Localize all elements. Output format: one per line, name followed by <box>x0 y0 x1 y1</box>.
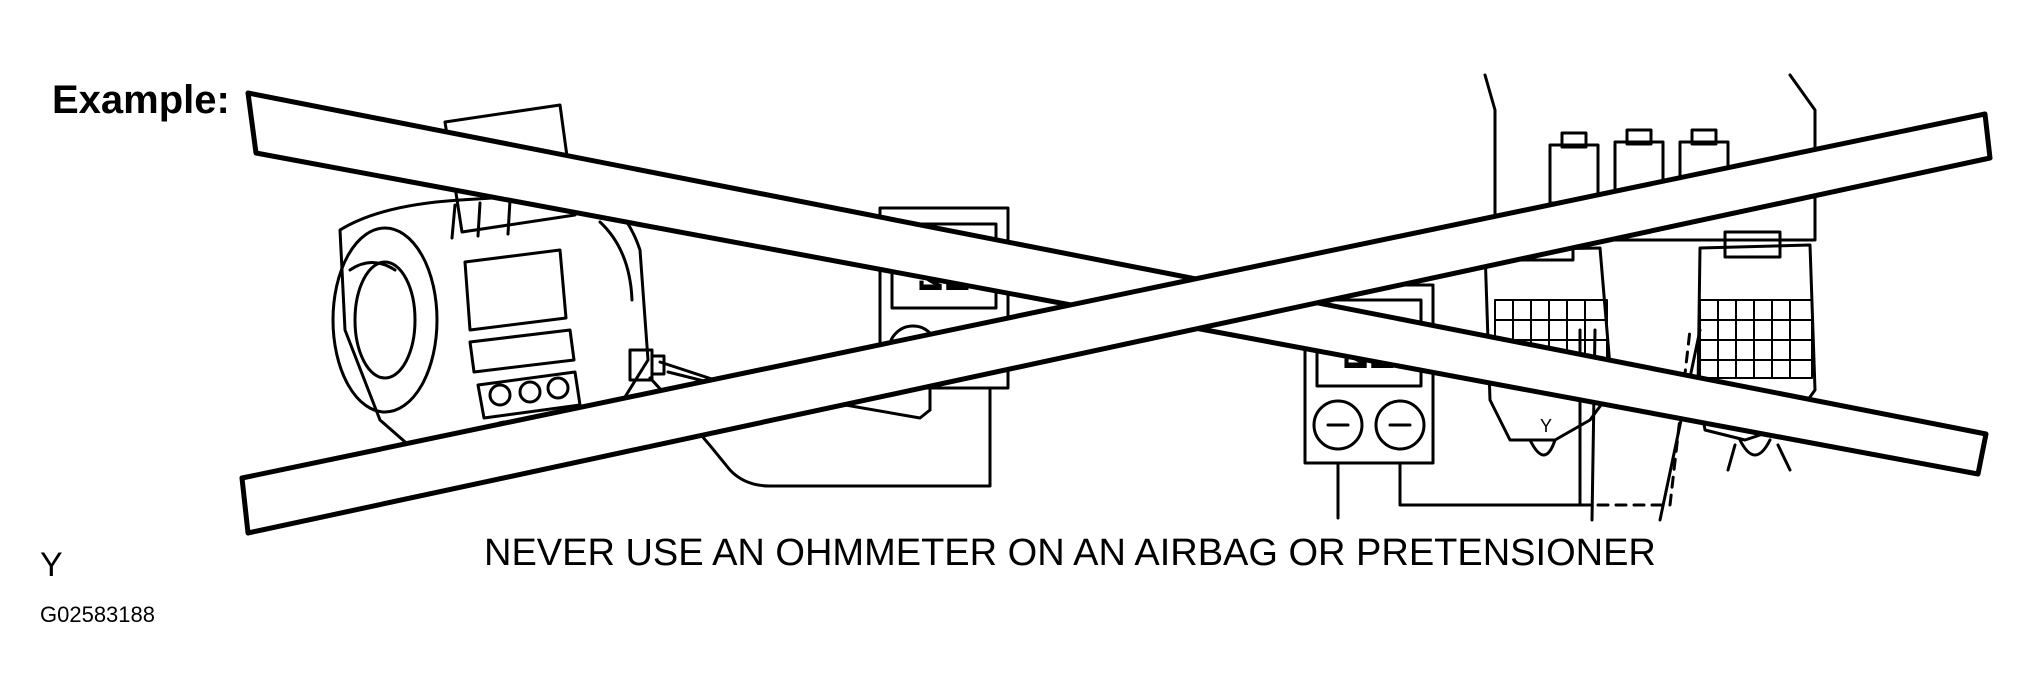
figure-id: G02583188 <box>40 602 155 627</box>
wire-marker-y: Y <box>1540 416 1552 436</box>
y-label: Y <box>40 546 63 584</box>
example-label: Example: <box>52 78 230 122</box>
prohibition-cross-icon <box>239 90 1993 536</box>
warning-text: NEVER USE AN OHMMETER ON AN AIRBAG OR PR… <box>484 532 1656 574</box>
